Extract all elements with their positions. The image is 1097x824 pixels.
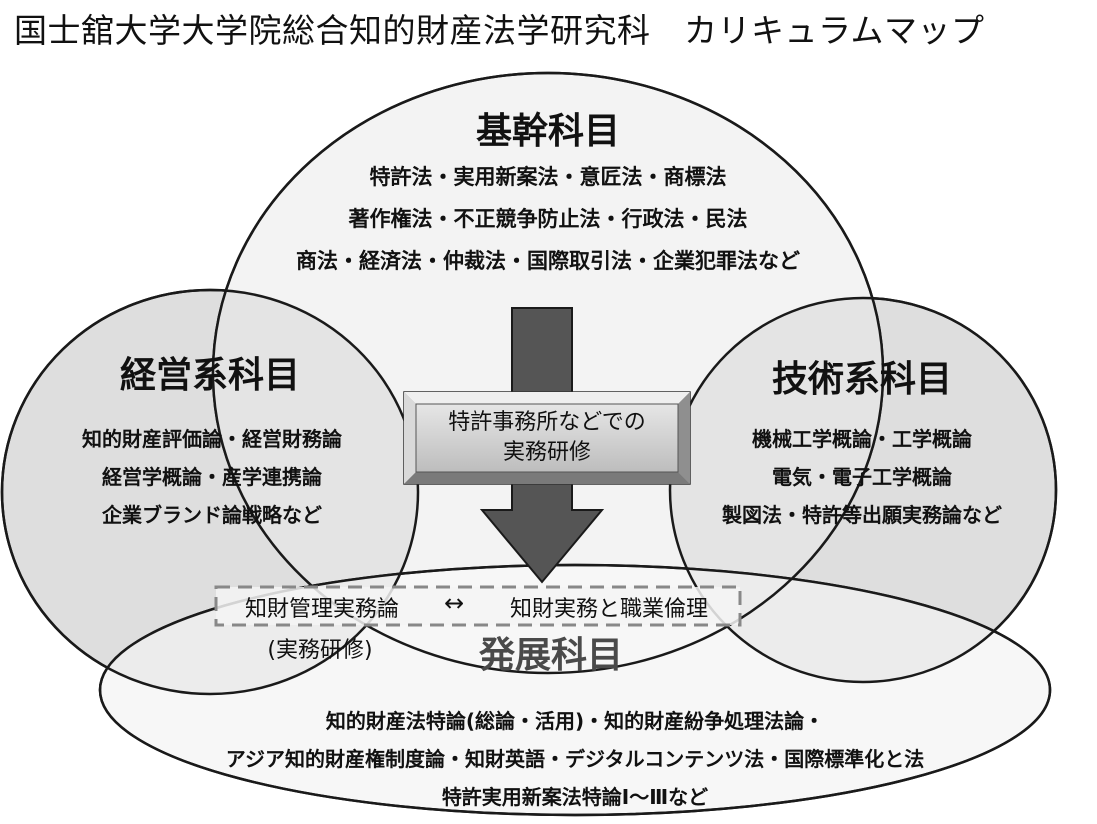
- practice-box-line: 特許事務所などでの: [448, 410, 646, 435]
- technology-heading: 技術系科目: [771, 359, 952, 400]
- core-outline: [211, 71, 885, 675]
- core-line: 商法・経済法・仲裁法・国際取引法・企業犯罪法など: [296, 249, 800, 273]
- bridge-left-label: 知財管理実務論: [244, 597, 399, 622]
- development-subjects: 知的財産法特論(総論・活用)・知的財産紛争処理法論・ アジア知的財産権制度論・知…: [100, 702, 1050, 816]
- management-subjects: 知的財産評価論・経営財務論 経営学概論・産学連携論 企業ブランド論戦略など: [22, 420, 402, 534]
- management-line: 企業ブランド論戦略など: [102, 503, 322, 527]
- management-outline: [0, 288, 420, 696]
- management-line: 経営学概論・産学連携論: [102, 465, 322, 489]
- development-line: アジア知的財産権制度論・知財英語・デジタルコンテンツ法・国際標準化と法: [225, 747, 925, 771]
- bridge-right-label: 知財実務と職業倫理: [509, 597, 708, 622]
- management-line: 知的財産評価論・経営財務論: [82, 427, 342, 451]
- bridge-dashed-box: [214, 585, 742, 627]
- bridge-note: (実務研修): [267, 638, 373, 663]
- bidirectional-arrow-icon: ↔: [443, 589, 465, 617]
- technology-line: 製図法・特許等出願実務論など: [722, 503, 1002, 527]
- development-line: 特許実用新案法特論Ⅰ～Ⅲなど: [441, 785, 709, 809]
- core-subjects: 特許法・実用新案法・意匠法・商標法 著作権法・不正競争防止法・行政法・民法 商法…: [190, 156, 906, 282]
- technology-subjects: 機械工学概論・工学概論 電気・電子工学概論 製図法・特許等出願実務論など: [676, 420, 1048, 534]
- core-heading: 基幹科目: [475, 111, 620, 152]
- technology-line: 機械工学概論・工学概論: [752, 427, 972, 451]
- core-line: 著作権法・不正競争防止法・行政法・民法: [348, 207, 748, 231]
- practice-box-text: 特許事務所などでの 実務研修: [416, 408, 678, 468]
- core-line: 特許法・実用新案法・意匠法・商標法: [369, 165, 727, 189]
- page-title: 国士舘大学大学院総合知的財産法学研究科 カリキュラムマップ: [14, 11, 985, 50]
- technology-line: 電気・電子工学概論: [772, 465, 952, 489]
- practice-box-line: 実務研修: [502, 440, 591, 465]
- development-outline: [98, 563, 1052, 817]
- technology-outline: [668, 296, 1058, 684]
- practice-box: [403, 391, 691, 485]
- development-heading: 発展科目: [478, 635, 623, 676]
- development-line: 知的財産法特論(総論・活用)・知的財産紛争処理法論・: [325, 709, 825, 733]
- management-heading: 経営系科目: [119, 355, 300, 396]
